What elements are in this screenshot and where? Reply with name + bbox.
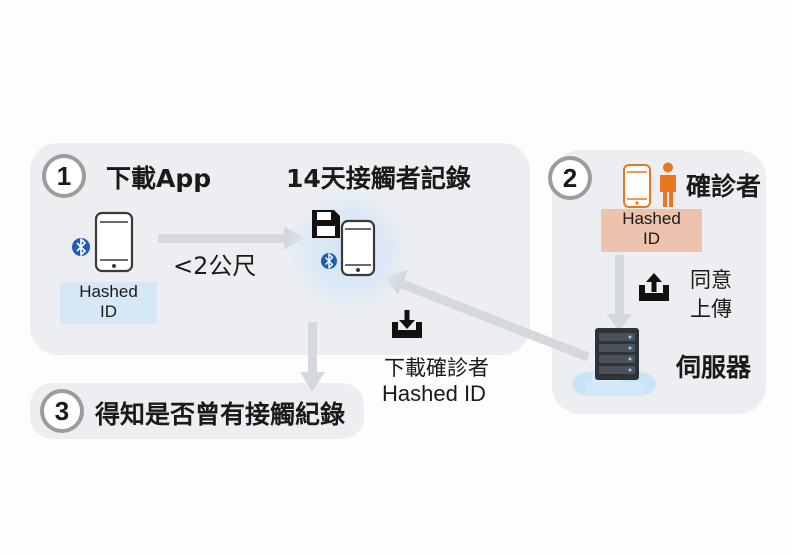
phone-icon — [340, 219, 376, 277]
bluetooth-icon — [72, 238, 90, 256]
download-note-line2: Hashed ID — [382, 381, 486, 406]
consent-line2: 上傳 — [690, 297, 732, 321]
distance-label: <2公尺 — [173, 252, 257, 280]
step2-hashed-id: ID — [643, 229, 660, 248]
phone-icon — [623, 164, 651, 208]
step3-number-badge: 3 — [40, 389, 84, 433]
step2-hashed-label: Hashed — [622, 209, 681, 228]
step1-number: 1 — [56, 160, 72, 191]
upload-arrow — [607, 255, 632, 332]
step1-hashed-id: ID — [100, 302, 117, 321]
step1-number-badge: 1 — [42, 154, 86, 198]
consent-line1: 同意 — [690, 268, 732, 292]
server-label: 伺服器 — [676, 353, 752, 382]
server-icon — [595, 328, 639, 380]
download-note-line1: 下載確診者 — [384, 356, 489, 380]
step1-hashed-label: Hashed — [79, 282, 138, 301]
step1-title: 下載App — [106, 164, 212, 193]
step3-title: 得知是否曾有接觸紀錄 — [95, 400, 346, 429]
person-icon — [660, 162, 676, 207]
upload-icon — [639, 273, 669, 301]
step1-hashed-id-badge: Hashed ID — [60, 282, 157, 324]
step2-hashed-id-badge: Hashed ID — [601, 209, 702, 252]
download-icon — [392, 310, 422, 338]
step3-number: 3 — [54, 395, 70, 426]
floppy-disk-icon — [312, 210, 340, 238]
step3-panel — [30, 383, 364, 439]
contact-record-title: 14天接觸者記錄 — [286, 164, 471, 193]
step2-number-badge: 2 — [548, 156, 592, 200]
bluetooth-icon — [321, 253, 337, 269]
step2-number: 2 — [562, 162, 578, 193]
check-arrow — [300, 322, 325, 392]
step2-title: 確診者 — [686, 172, 762, 201]
phone-icon — [94, 211, 134, 273]
